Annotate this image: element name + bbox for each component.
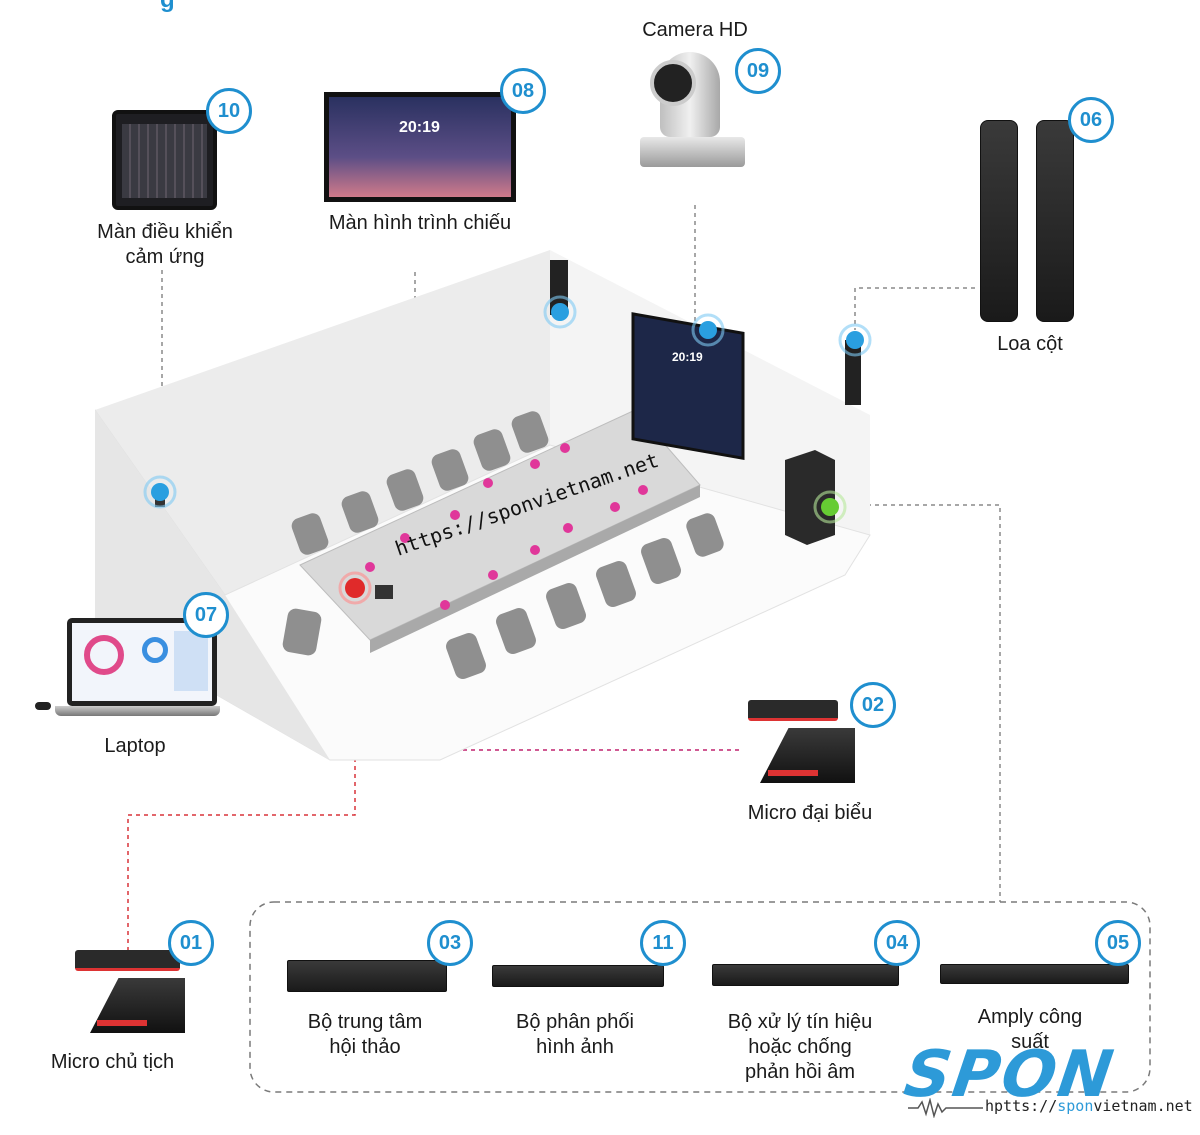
badge-07: 07 xyxy=(183,592,229,638)
power-amplifier xyxy=(940,964,1129,984)
label-video-distributor: Bộ phân phối hình ảnh xyxy=(495,1010,655,1060)
label-touch-panel: Màn điều khiển cảm ứng xyxy=(80,220,250,270)
label-video-distributor-l2: hình ảnh xyxy=(536,1036,614,1058)
delegate-mic-device xyxy=(748,700,858,785)
title-fragment: g xyxy=(160,0,175,14)
badge-06: 06 xyxy=(1068,97,1114,143)
room-screen-time: 20:19 xyxy=(672,350,703,364)
camera-device xyxy=(640,52,745,172)
label-speaker: Loa cột xyxy=(997,333,1063,355)
label-power-amplifier-l1: Amply công xyxy=(977,1006,1083,1028)
equipment-rack xyxy=(785,450,835,545)
label-signal-processor-l3: phản hồi âm xyxy=(744,1061,856,1083)
wall-display xyxy=(631,312,745,461)
brand-url-prefix: hptts:// xyxy=(985,1097,1058,1115)
touch-panel-device xyxy=(112,110,217,210)
conference-central-unit xyxy=(287,960,447,992)
table-edge xyxy=(370,485,700,653)
badge-05: 05 xyxy=(1095,920,1141,966)
equipment-group-box xyxy=(249,901,1151,1093)
delegate-mic-dots xyxy=(365,443,648,610)
left-wall-speaker xyxy=(550,260,568,315)
badge-02: 02 xyxy=(850,682,896,728)
label-touch-panel-l2: cảm ứng xyxy=(125,246,205,268)
label-power-amplifier: Amply công suất xyxy=(950,1005,1110,1055)
meeting-room-illustration xyxy=(95,250,872,761)
badge-09: 09 xyxy=(735,48,781,94)
video-distributor xyxy=(492,965,664,987)
room-left-wall xyxy=(95,250,550,595)
brand-url-highlight: spon xyxy=(1057,1097,1094,1115)
label-video-distributor-l1: Bộ phân phối xyxy=(516,1011,634,1033)
badge-08: 08 xyxy=(500,68,546,114)
label-camera: Camera HD xyxy=(642,19,748,41)
chairman-mic-dot xyxy=(345,578,365,598)
label-power-amplifier-l2: suất xyxy=(1011,1031,1049,1053)
badge-03: 03 xyxy=(427,920,473,966)
column-speaker-left xyxy=(980,120,1018,322)
brand-url: hptts://sponvietnam.net xyxy=(985,1097,1193,1115)
column-speaker-right xyxy=(1036,120,1074,322)
label-laptop: Laptop xyxy=(104,735,166,757)
label-touch-panel-l1: Màn điều khiển xyxy=(97,221,233,243)
chairman-mic-device xyxy=(75,950,190,1035)
badge-10: 10 xyxy=(206,88,252,134)
signal-processor xyxy=(712,964,899,986)
right-wall-speaker xyxy=(845,340,861,405)
device-glow-points xyxy=(143,295,872,524)
table-laptop xyxy=(375,585,393,599)
label-signal-processor-l1: Bộ xử lý tín hiệu xyxy=(727,1011,873,1033)
badge-01: 01 xyxy=(168,920,214,966)
chairs xyxy=(282,411,724,679)
line-speaker xyxy=(854,287,975,330)
sound-wave-icon xyxy=(908,1097,983,1123)
label-signal-processor-l2: hoặc chống xyxy=(748,1036,852,1058)
brand-url-suffix: vietnam.net xyxy=(1093,1097,1193,1115)
label-display: Màn hình trình chiếu xyxy=(328,212,512,234)
label-central-unit-l1: Bộ trung tâm xyxy=(307,1011,423,1033)
label-central-unit-l2: hội thảo xyxy=(329,1036,401,1058)
label-delegate-mic: Micro đại biểu xyxy=(747,802,873,824)
badge-04: 04 xyxy=(874,920,920,966)
label-central-unit: Bộ trung tâm hội thảo xyxy=(285,1010,445,1060)
badge-11: 11 xyxy=(640,920,686,966)
label-chairman-mic: Micro chủ tịch xyxy=(50,1051,175,1073)
label-signal-processor: Bộ xử lý tín hiệu hoặc chống phản hồi âm xyxy=(710,1010,890,1085)
display-device: 20:19 xyxy=(324,92,516,202)
display-time: 20:19 xyxy=(399,119,440,136)
laptop-device xyxy=(35,618,220,723)
